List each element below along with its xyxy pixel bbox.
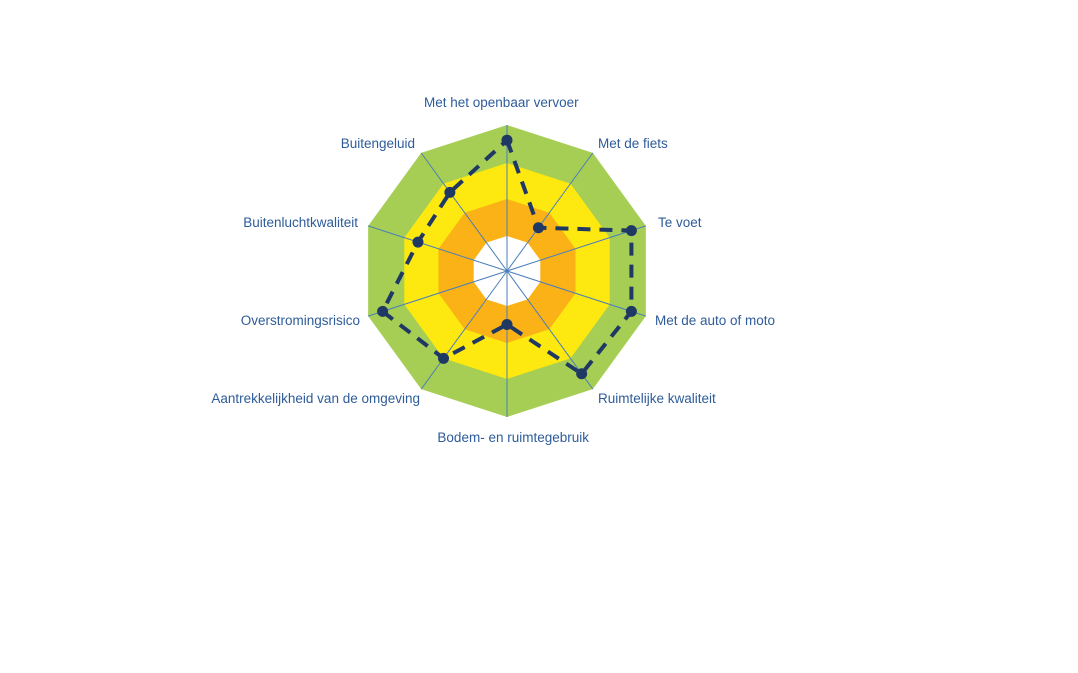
radar-data-point[interactable]: Bodem- en ruimtegebruik: 1.5 [501, 319, 513, 330]
axis-label-8: Buitenluchtkwaliteit [243, 215, 358, 230]
axis-label-4: Ruimtelijke kwaliteit [598, 391, 716, 406]
axis-label-3: Met de auto of moto [655, 313, 775, 328]
radar-data-point[interactable]: Te voet: 3.6 [625, 225, 637, 237]
radar-spoke-9 [420, 152, 508, 272]
radar-series [380, 136, 634, 377]
radar-data-point[interactable]: Ruimtelijke kwaliteit: 3.5 [576, 368, 588, 380]
radar-data-point[interactable]: Overstromingsrisico: 3.6 [377, 305, 389, 317]
radar-spoke-1 [506, 152, 594, 272]
axis-label-7: Overstromingsrisico [241, 313, 360, 328]
radar-spokes [367, 125, 647, 417]
axis-label-6: Aantrekkelijkheid van de omgeving [211, 391, 420, 406]
radar-series-line-0 [380, 136, 634, 377]
radar-data-point[interactable]: Buitengeluid: 2.7 [444, 186, 456, 198]
radar-markers: Met het openbaar vervoer: 3.6Met de fiet… [377, 134, 637, 380]
axis-label-1: Met de fiets [598, 136, 668, 151]
radar-spoke-6 [420, 270, 508, 390]
radar-spoke-7 [367, 270, 508, 317]
radar-data-point[interactable]: Met de auto of moto: 3.6 [625, 305, 637, 317]
radar-data-point[interactable]: Met de fiets: 1.5 [532, 222, 544, 234]
radar-spoke-8 [367, 225, 508, 272]
radar-data-point[interactable]: Met het openbaar vervoer: 3.6 [501, 134, 513, 146]
axis-label-5: Bodem- en ruimtegebruik [437, 430, 589, 445]
axis-label-9: Buitengeluid [341, 136, 415, 151]
radar-spoke-3 [506, 270, 647, 317]
axis-label-2: Te voet [658, 215, 702, 230]
radar-spoke-2 [506, 225, 647, 272]
radar-data-point[interactable]: Buitenluchtkwaliteit: 2.6 [412, 236, 424, 248]
axis-label-0: Met het openbaar vervoer [424, 95, 579, 110]
radar-data-point[interactable]: Aantrekkelijkheid van de omgeving: 3 [438, 352, 450, 364]
